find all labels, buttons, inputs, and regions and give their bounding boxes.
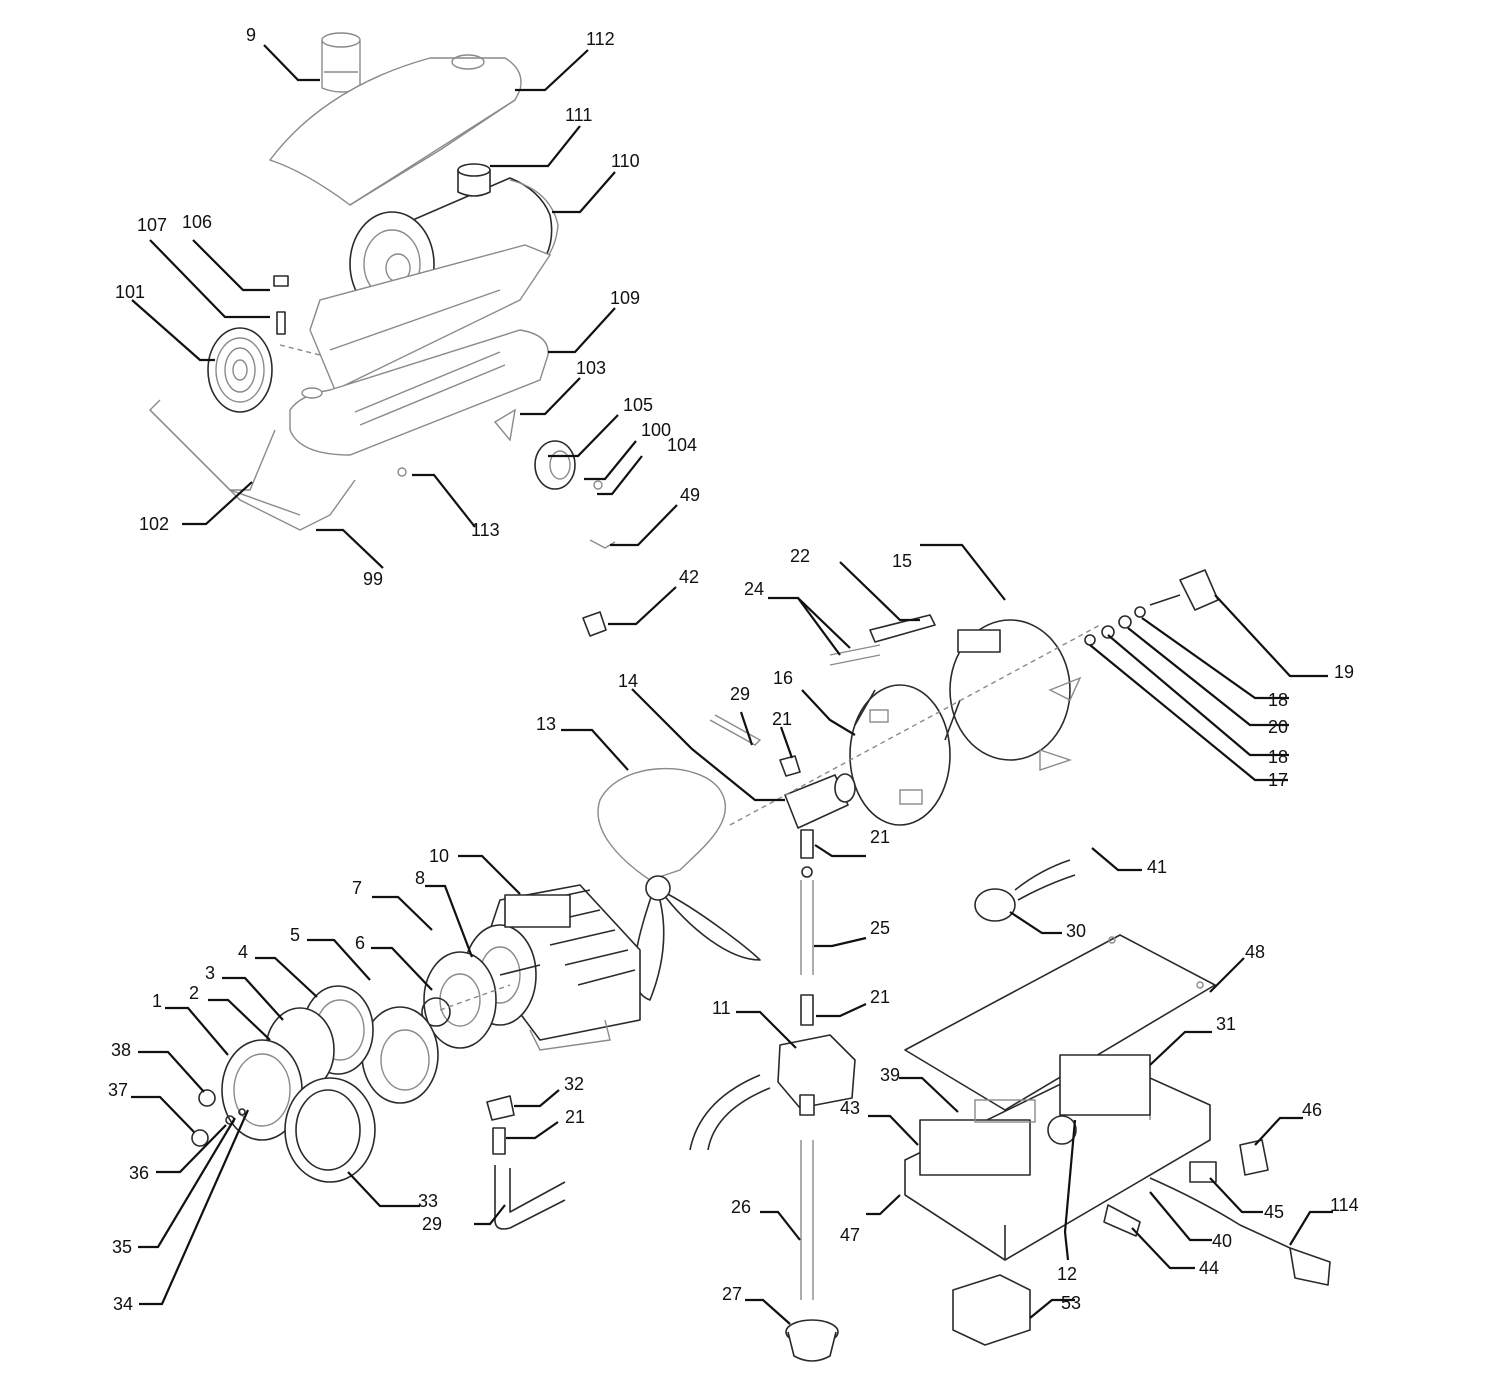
fan-blade-part	[597, 767, 761, 1001]
callout-2: 2	[189, 983, 199, 1003]
callout-45: 45	[1264, 1202, 1284, 1222]
callout-8: 8	[415, 868, 425, 888]
callout-42: 42	[679, 567, 699, 587]
top-cover-part	[268, 54, 522, 206]
base-tank-part	[289, 329, 549, 456]
callout-49: 49	[680, 485, 700, 505]
callout-34: 34	[113, 1294, 133, 1314]
callout-114: 114	[1330, 1195, 1359, 1215]
callout-14: 14	[618, 671, 638, 691]
callout-113: 113	[471, 520, 500, 540]
callout-13: 13	[536, 714, 556, 734]
callout-33: 33	[418, 1191, 438, 1211]
callout-3: 3	[205, 963, 215, 983]
callout-105: 105	[623, 395, 653, 415]
callout-26: 26	[731, 1197, 751, 1217]
callout-35: 35	[112, 1237, 132, 1257]
solenoid-valve-part	[689, 1034, 856, 1300]
wheel-part	[493, 408, 603, 490]
fuel-fittings-part	[486, 1095, 566, 1230]
callout-110: 110	[611, 151, 640, 171]
callout-109: 109	[610, 288, 640, 308]
callout-16: 16	[773, 668, 793, 688]
callout-10: 10	[429, 846, 449, 866]
callout-38: 38	[111, 1040, 131, 1060]
callout-39: 39	[880, 1065, 900, 1085]
callout-43: 43	[840, 1098, 860, 1118]
motor-flange-part	[421, 951, 497, 1049]
pump-parts	[191, 985, 439, 1183]
callout-1: 1	[152, 991, 162, 1011]
callout-7: 7	[352, 878, 362, 898]
callout-21: 21	[772, 709, 792, 729]
callout-17: 17	[1268, 770, 1288, 790]
callout-99: 99	[363, 569, 383, 589]
ring-band-part	[849, 684, 961, 826]
callout-6: 6	[355, 933, 365, 953]
frame-handle-part	[149, 399, 356, 531]
callout-44: 44	[1199, 1258, 1219, 1278]
callout-9: 9	[246, 25, 256, 45]
callout-21b: 21	[870, 827, 890, 847]
callout-29: 29	[730, 684, 750, 704]
callout-24: 24	[744, 579, 764, 599]
control-accessories	[952, 859, 1331, 1346]
chimney-part	[321, 32, 361, 93]
callout-104: 104	[667, 435, 697, 455]
callout-29b: 29	[422, 1214, 442, 1234]
control-box-part	[904, 1054, 1211, 1261]
callout-47: 47	[840, 1225, 860, 1245]
callout-31: 31	[1216, 1014, 1236, 1034]
electrode-part	[829, 614, 936, 666]
callout-101: 101	[115, 282, 145, 302]
fan-guard-part	[207, 327, 273, 413]
callout-53: 53	[1061, 1293, 1081, 1313]
callout-37: 37	[108, 1080, 128, 1100]
callout-107: 107	[137, 215, 167, 235]
callout-25: 25	[870, 918, 890, 938]
callout-48: 48	[1245, 942, 1265, 962]
burner-head-part	[949, 619, 1082, 771]
callout-5: 5	[290, 925, 300, 945]
callout-36: 36	[129, 1163, 149, 1183]
callout-46: 46	[1302, 1100, 1322, 1120]
callout-112: 112	[586, 29, 615, 49]
callout-15: 15	[892, 551, 912, 571]
callout-19: 19	[1334, 662, 1354, 682]
leader-lines	[131, 44, 1333, 1325]
callout-20: 20	[1268, 717, 1288, 737]
nozzle-holder-part	[709, 714, 856, 829]
assembly-centre-lines	[279, 344, 1101, 1011]
callout-4: 4	[238, 942, 248, 962]
callout-103: 103	[576, 358, 606, 378]
callout-102: 102	[139, 514, 169, 534]
callout-111: 111	[565, 105, 592, 125]
callout-27: 27	[722, 1284, 742, 1304]
callout-12: 12	[1057, 1264, 1077, 1284]
control-box-lid-part	[904, 934, 1216, 1111]
nozzle-part	[1084, 569, 1219, 646]
fuel-line-part	[800, 829, 814, 1026]
callout-22: 22	[790, 546, 810, 566]
callout-106: 106	[182, 212, 212, 232]
callout-100: 100	[641, 420, 671, 440]
callout-11: 11	[712, 998, 731, 1018]
callout-21c: 21	[565, 1107, 585, 1127]
fuel-filter-part	[785, 1319, 839, 1362]
callout-21d: 21	[870, 987, 890, 1007]
callout-labels: 9 112 111 110 107 106 101 109 103 105 10…	[108, 25, 1359, 1314]
callout-18b: 18	[1268, 747, 1288, 767]
callout-30: 30	[1066, 921, 1086, 941]
callout-18: 18	[1268, 690, 1288, 710]
callout-41: 41	[1147, 857, 1167, 877]
callout-32: 32	[564, 1074, 584, 1094]
callout-40: 40	[1212, 1231, 1232, 1251]
